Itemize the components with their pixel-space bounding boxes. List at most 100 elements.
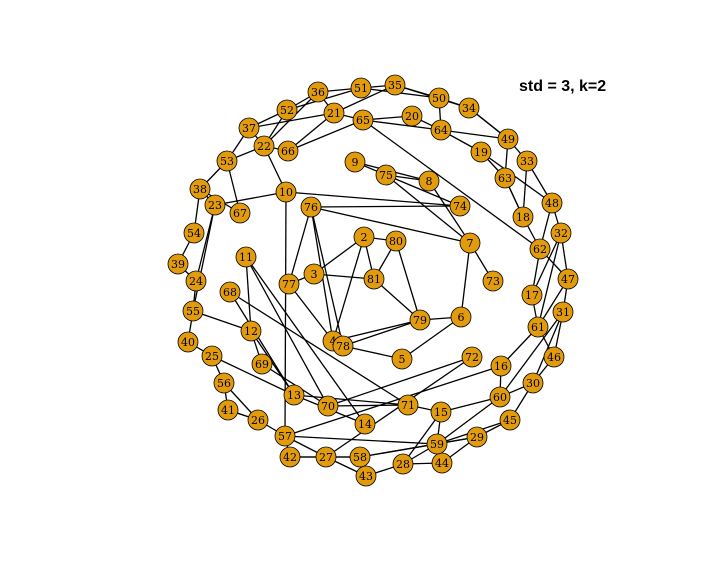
node-label-14: 14 xyxy=(358,418,372,431)
node-label-60: 60 xyxy=(493,391,507,404)
node-51: 51 xyxy=(350,77,372,99)
node-40: 40 xyxy=(177,331,199,353)
node-60: 60 xyxy=(489,386,511,408)
node-label-23: 23 xyxy=(208,199,222,212)
node-44: 44 xyxy=(431,452,453,474)
node-37: 37 xyxy=(238,117,260,139)
edge-11-70 xyxy=(245,256,329,407)
node-circle-6 xyxy=(450,306,472,328)
node-circle-3 xyxy=(303,263,325,285)
node-53: 53 xyxy=(216,150,238,172)
node-label-58: 58 xyxy=(353,451,367,464)
node-circle-43 xyxy=(355,465,377,487)
node-label-13: 13 xyxy=(287,389,301,402)
node-label-69: 69 xyxy=(255,358,269,371)
node-7: 7 xyxy=(459,232,481,254)
node-label-51: 51 xyxy=(354,82,368,95)
node-circle-39 xyxy=(167,253,189,275)
node-67: 67 xyxy=(229,202,251,224)
edge-75-74 xyxy=(385,174,461,207)
node-circle-10 xyxy=(275,181,297,203)
node-22: 22 xyxy=(253,135,275,157)
node-circle-60 xyxy=(489,386,511,408)
node-label-52: 52 xyxy=(280,104,294,117)
node-label-17: 17 xyxy=(525,289,539,302)
node-78: 78 xyxy=(332,335,354,357)
node-circle-29 xyxy=(466,426,488,448)
node-circle-22 xyxy=(253,135,275,157)
node-circle-50 xyxy=(428,87,450,109)
node-49: 49 xyxy=(497,128,519,150)
node-label-7: 7 xyxy=(467,237,474,250)
edge-58-29 xyxy=(359,436,478,458)
node-68: 68 xyxy=(219,281,241,303)
node-label-78: 78 xyxy=(336,340,350,353)
node-circle-79 xyxy=(409,309,431,331)
node-label-73: 73 xyxy=(486,275,500,288)
node-circle-51 xyxy=(350,77,372,99)
edge-76-77 xyxy=(288,206,312,285)
node-circle-73 xyxy=(482,270,504,292)
node-circle-36 xyxy=(307,81,329,103)
edge-21-35 xyxy=(333,84,396,114)
node-label-47: 47 xyxy=(561,273,575,286)
edge-70-71 xyxy=(327,404,409,407)
node-circle-49 xyxy=(497,128,519,150)
edge-13-71 xyxy=(293,394,409,406)
node-label-26: 26 xyxy=(251,414,265,427)
node-label-48: 48 xyxy=(545,197,559,210)
node-label-19: 19 xyxy=(474,146,488,159)
node-circle-28 xyxy=(392,453,414,475)
node-circle-25 xyxy=(201,345,223,367)
node-circle-75 xyxy=(375,164,397,186)
node-label-80: 80 xyxy=(389,235,403,248)
edge-11-12 xyxy=(245,256,252,332)
node-label-21: 21 xyxy=(327,107,341,120)
node-label-36: 36 xyxy=(311,86,325,99)
node-label-63: 63 xyxy=(498,172,512,185)
node-label-64: 64 xyxy=(434,124,448,137)
node-72: 72 xyxy=(461,346,483,368)
node-54: 54 xyxy=(183,222,205,244)
node-circle-57 xyxy=(274,425,296,447)
node-circle-38 xyxy=(189,178,211,200)
edge-31-60 xyxy=(499,311,564,398)
node-label-30: 30 xyxy=(526,377,540,390)
node-circle-40 xyxy=(177,331,199,353)
node-circle-41 xyxy=(217,399,239,421)
node-43: 43 xyxy=(355,465,377,487)
node-16: 16 xyxy=(490,355,512,377)
node-label-39: 39 xyxy=(171,258,185,271)
node-label-70: 70 xyxy=(321,400,335,413)
node-45: 45 xyxy=(499,409,521,431)
node-label-20: 20 xyxy=(405,110,419,123)
node-label-38: 38 xyxy=(193,183,207,196)
edge-57-16 xyxy=(284,365,502,437)
node-label-72: 72 xyxy=(465,351,479,364)
node-label-66: 66 xyxy=(281,145,295,158)
node-circle-78 xyxy=(332,335,354,357)
node-label-79: 79 xyxy=(413,314,427,327)
node-24: 24 xyxy=(185,270,207,292)
graph-title: std = 3, k=2 xyxy=(519,78,606,95)
node-64: 64 xyxy=(430,119,452,141)
node-62: 62 xyxy=(529,238,551,260)
node-circle-48 xyxy=(541,192,563,214)
node-label-10: 10 xyxy=(279,186,293,199)
node-70: 70 xyxy=(317,395,339,417)
node-label-35: 35 xyxy=(388,79,402,92)
edge-37-21 xyxy=(248,112,335,129)
node-circle-14 xyxy=(354,413,376,435)
edge-68-13 xyxy=(229,291,295,396)
node-50: 50 xyxy=(428,87,450,109)
node-48: 48 xyxy=(541,192,563,214)
node-circle-80 xyxy=(385,230,407,252)
node-47: 47 xyxy=(557,268,579,290)
edge-65-62 xyxy=(362,119,541,250)
edge-32-17 xyxy=(531,232,562,296)
node-label-40: 40 xyxy=(181,336,195,349)
node-circle-69 xyxy=(251,353,273,375)
edge-25-13 xyxy=(211,355,295,396)
node-circle-55 xyxy=(182,300,204,322)
node-66: 66 xyxy=(277,140,299,162)
